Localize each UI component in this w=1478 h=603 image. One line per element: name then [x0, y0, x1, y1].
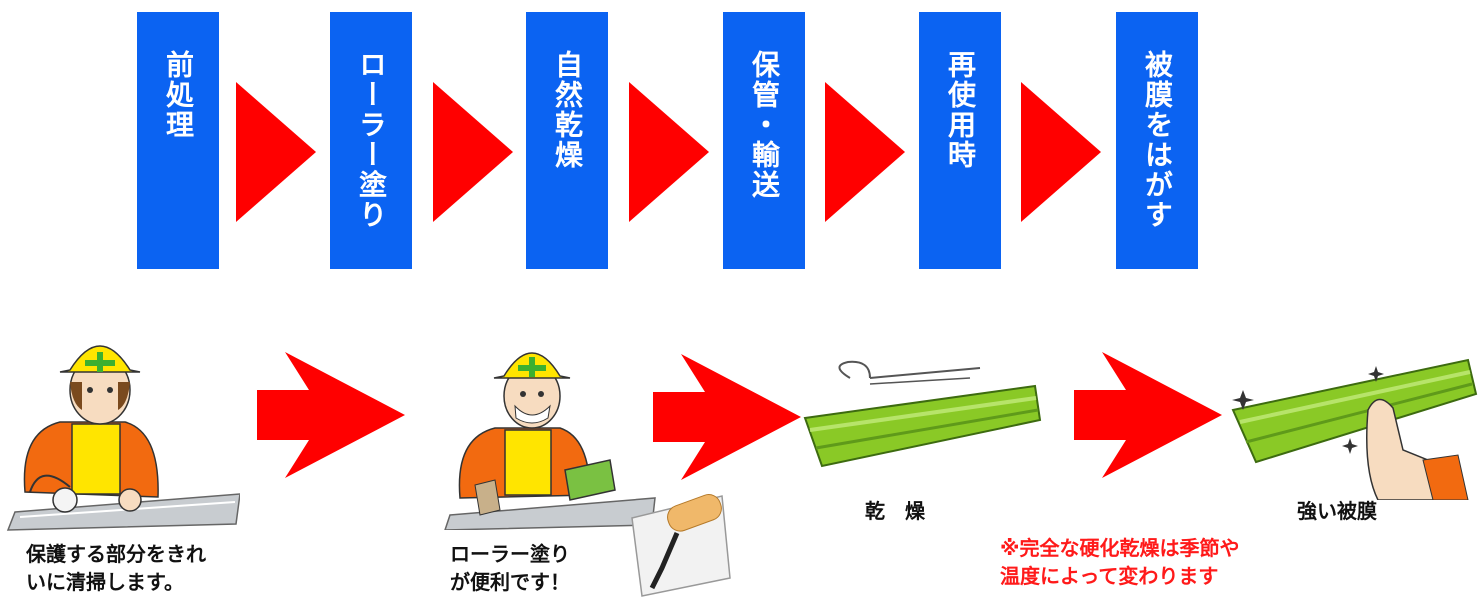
curing-note: ※完全な硬化乾燥は季節や 温度によって変わります — [1000, 534, 1239, 590]
roller-tray-illustration — [631, 494, 731, 597]
flow-arrow-rolling-to-drying — [653, 354, 801, 480]
flow-arrow-cleaning-to-rolling — [257, 352, 405, 478]
worker-cleaning-illustration — [6, 345, 240, 531]
step-label: 被膜をはがす — [1141, 50, 1174, 230]
caption-line: が便利です！ — [450, 570, 570, 594]
flow-arrow-3 — [629, 82, 709, 222]
flow-arrow-5 — [1021, 82, 1101, 222]
drying-caption: 乾 燥 — [865, 499, 925, 523]
flow-arrow-2 — [433, 82, 513, 222]
step-peel-film: 被膜をはがす — [1116, 12, 1198, 269]
note-line: ※完全な硬化乾燥は季節や — [1000, 536, 1240, 560]
worker-rolling-illustration — [444, 352, 656, 530]
step-roller-coating: ローラー塗り — [330, 12, 412, 269]
flow-arrow-drying-to-film — [1074, 352, 1222, 478]
flow-arrow-4 — [825, 82, 905, 222]
step-label: 再使用時 — [944, 50, 977, 170]
step-label: 自然乾燥 — [551, 50, 584, 170]
step-natural-drying: 自然乾燥 — [526, 12, 608, 269]
note-line: 温度によって変わります — [1000, 564, 1219, 588]
step-pretreatment: 前処理 — [137, 12, 219, 269]
caption-line: いに清掃します。 — [26, 570, 184, 594]
drying-panel-illustration — [803, 360, 1042, 468]
rolling-caption: ローラー塗り が便利です！ — [450, 540, 570, 596]
step-reuse: 再使用時 — [919, 12, 1001, 269]
flow-arrow-1 — [236, 82, 316, 222]
film-caption: 強い被膜 — [1297, 499, 1377, 523]
cleaning-caption: 保護する部分をきれ いに清掃します。 — [26, 540, 206, 596]
step-storage-transport: 保管・輸送 — [723, 12, 805, 269]
step-label: 保管・輸送 — [748, 50, 781, 200]
step-label: ローラー塗り — [355, 50, 388, 230]
caption-line: ローラー塗り — [450, 542, 570, 566]
film-panel-illustration — [1231, 358, 1478, 500]
caption-line: 保護する部分をきれ — [26, 542, 206, 566]
step-label: 前処理 — [162, 50, 195, 140]
